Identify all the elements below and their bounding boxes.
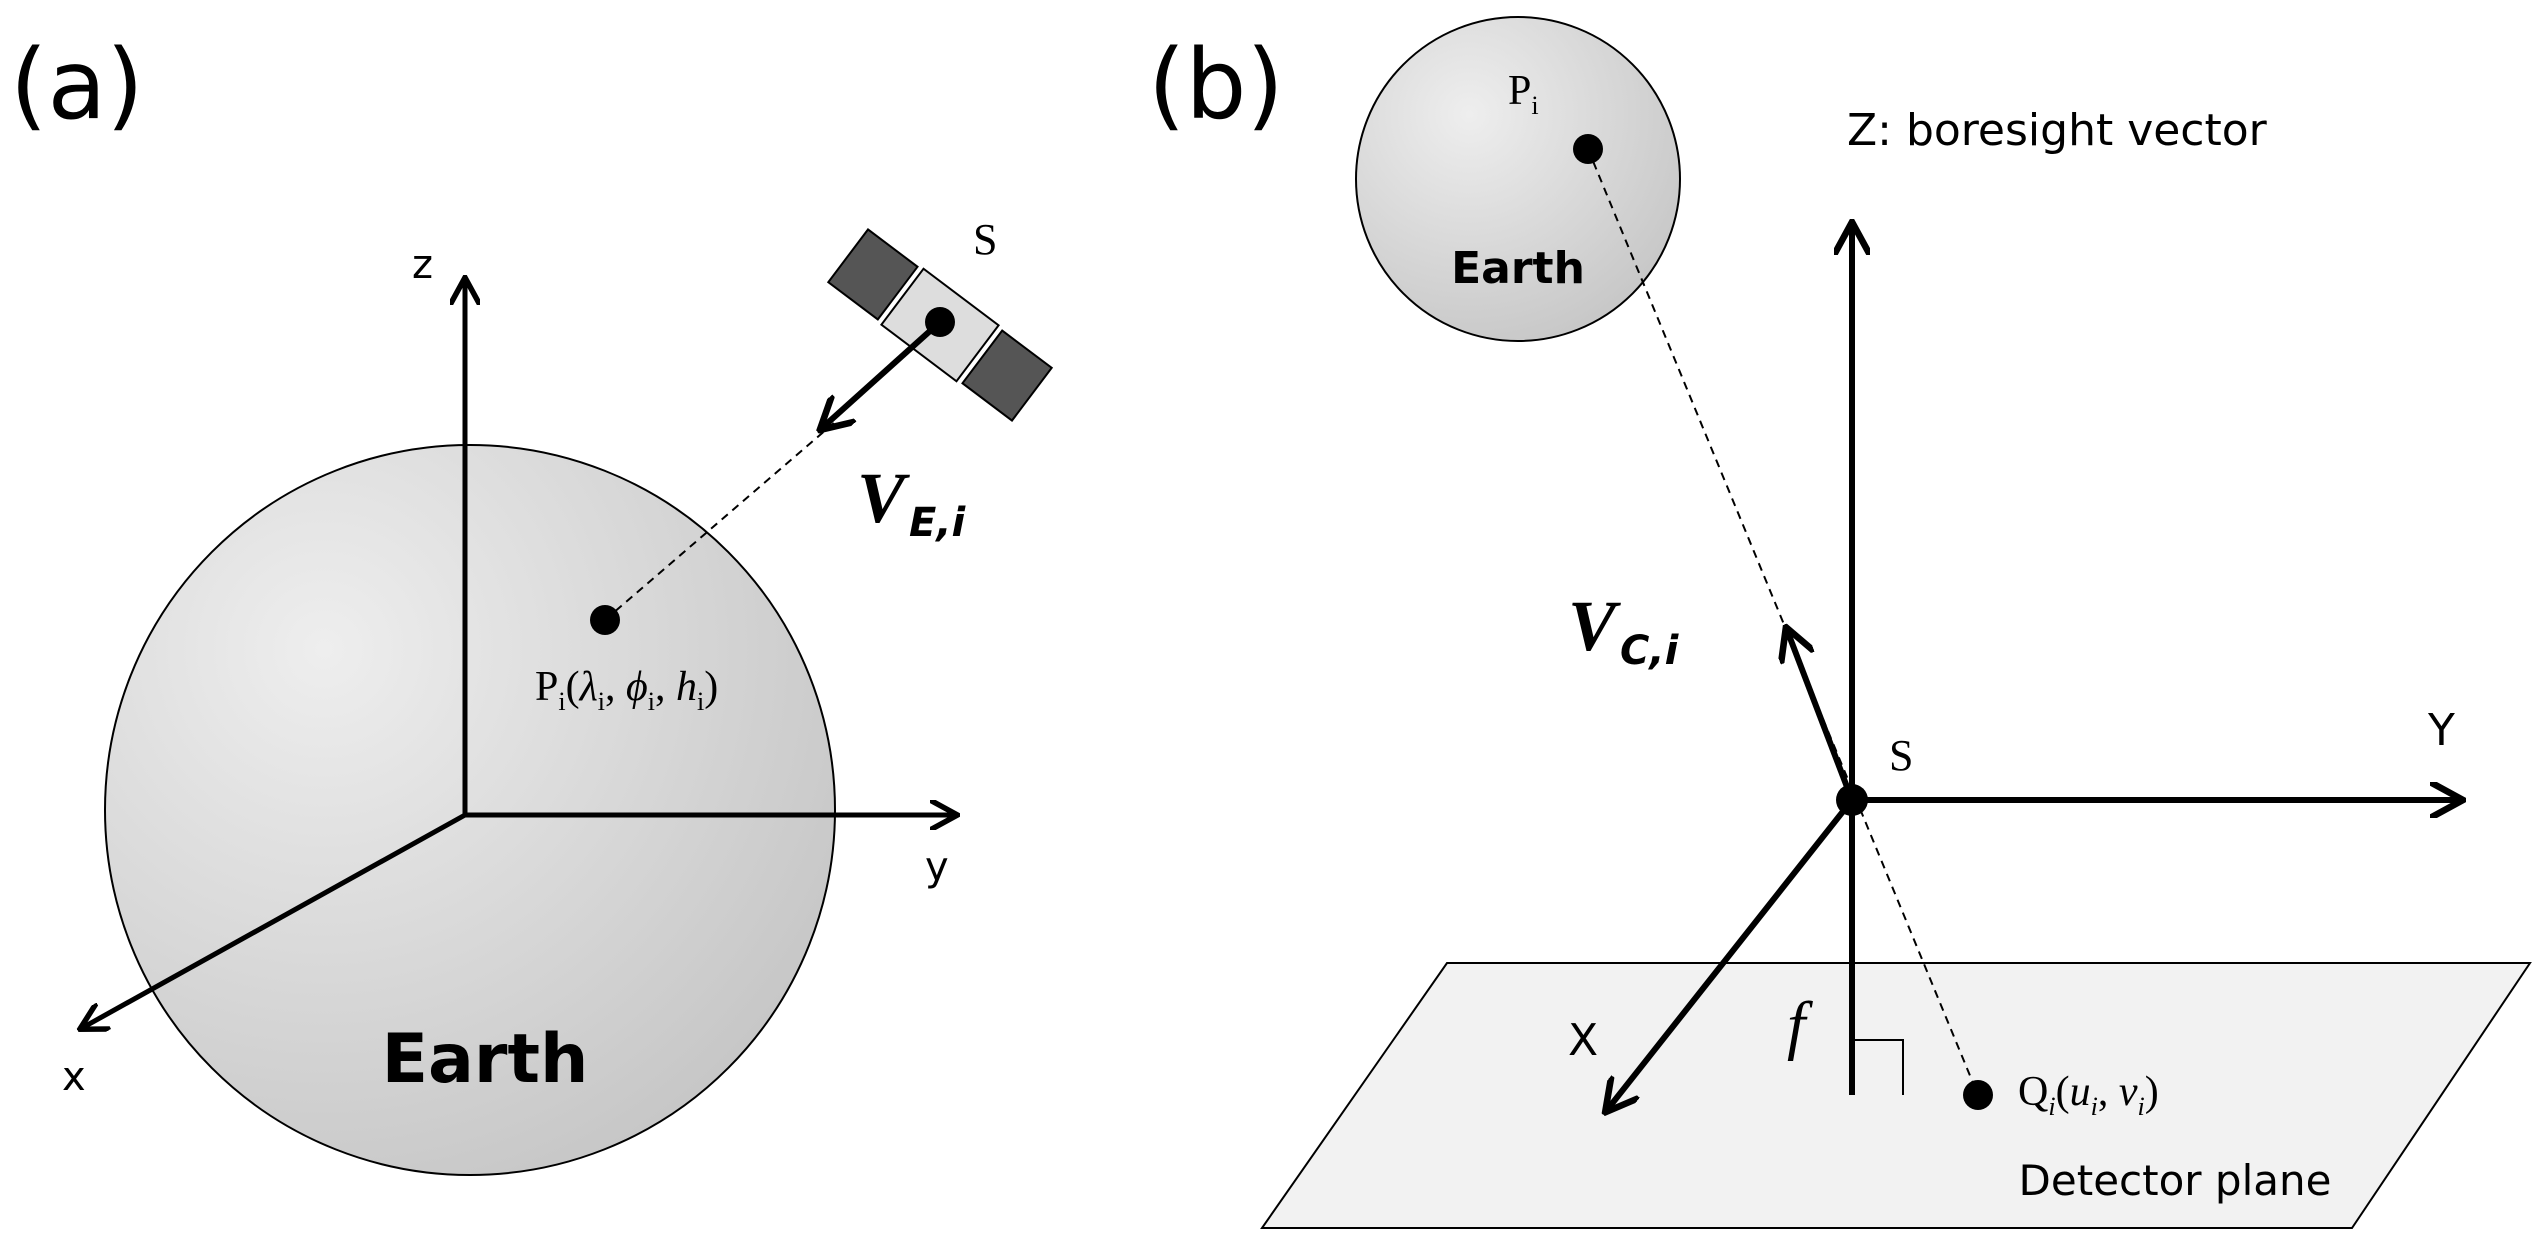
panel-b: (b) Detector plane Earth Pi Z: boresight… xyxy=(1148,16,2532,1229)
point-qi xyxy=(1963,1080,1993,1110)
vector-vc xyxy=(1787,630,1855,802)
origin-s xyxy=(1836,784,1868,816)
point-pi-b-label: Pi xyxy=(1508,68,1539,120)
line-of-sight-a xyxy=(604,421,836,621)
origin-s-label: S xyxy=(1889,731,1913,780)
x-axis-a xyxy=(82,812,467,1028)
detector-plane-label: Detector plane xyxy=(2019,1156,2332,1205)
solar-panel-right xyxy=(961,329,1054,422)
y-axis-a-label: y xyxy=(925,844,949,890)
boresight-label: Z: boresight vector xyxy=(1847,105,2268,156)
right-angle-mark xyxy=(1852,1039,1904,1095)
earth-a-label: Earth xyxy=(382,1020,589,1099)
earth-b xyxy=(1355,16,1681,342)
point-qi-label: Qi(ui, vi) xyxy=(2018,1069,2159,1121)
panel-b-label: (b) xyxy=(1148,29,1284,141)
point-pi-a xyxy=(590,605,620,635)
earth-a xyxy=(104,444,836,1176)
satellite-dot xyxy=(925,307,955,337)
satellite-label: S xyxy=(973,215,997,264)
y-axis-b-label: Y xyxy=(2427,705,2455,756)
detector-plane xyxy=(1260,962,2532,1229)
vector-ve xyxy=(822,319,943,428)
z-axis-a-label: z xyxy=(412,242,433,288)
earth-b-label: Earth xyxy=(1451,243,1585,294)
point-pi-a-label: Pi(λi, ϕi, hi) xyxy=(535,664,718,716)
line-of-sight-b xyxy=(1587,148,1979,1096)
x-axis-a-label: x xyxy=(62,1054,86,1100)
x-axis-b xyxy=(1607,798,1855,1110)
x-axis-b-label: X xyxy=(1568,1015,1598,1066)
panel-a-label: (a) xyxy=(10,29,144,141)
solar-panel-left xyxy=(826,228,919,321)
